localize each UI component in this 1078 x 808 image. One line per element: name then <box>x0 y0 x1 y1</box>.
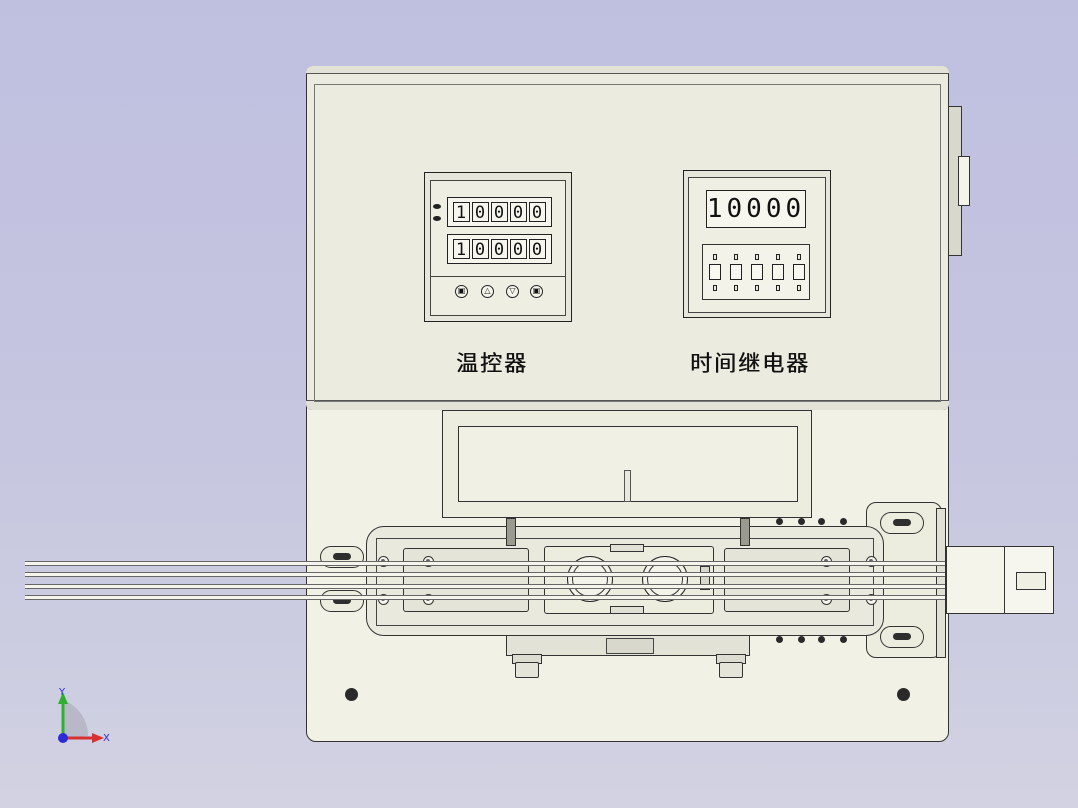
left-clamp-block <box>403 548 529 612</box>
display-digit: 0 <box>529 202 546 223</box>
mounting-hole <box>345 688 358 701</box>
roller-cap <box>610 544 644 552</box>
power-switch[interactable] <box>958 156 970 206</box>
enter-button-icon[interactable]: ▣ <box>530 285 543 298</box>
chain-link <box>776 636 783 643</box>
display-digit: 0 <box>472 202 489 223</box>
dip-pin <box>713 254 717 260</box>
dip-switch[interactable] <box>709 264 721 280</box>
roller-latch <box>700 566 710 590</box>
temperature-controller-label: 温控器 <box>456 352 529 377</box>
triad-y-arrow <box>58 692 68 704</box>
up-button-icon[interactable]: △ <box>481 285 494 298</box>
display-digit: 0 <box>510 202 527 223</box>
triad-x-label: X <box>103 733 110 744</box>
dip-pin <box>755 254 759 260</box>
display-digit: 1 <box>453 202 470 223</box>
wire <box>25 584 945 589</box>
guide-post <box>506 518 516 546</box>
time-relay-display: 10000 <box>706 190 806 228</box>
chain-link <box>798 636 805 643</box>
display-digit: 1 <box>453 239 470 260</box>
cabinet-front-panel <box>314 84 941 402</box>
chain-link <box>840 518 847 525</box>
triad-z-axis <box>58 733 68 743</box>
status-led <box>433 216 441 221</box>
foot-nut <box>515 662 539 678</box>
foot-nut <box>719 662 743 678</box>
time-relay-label: 时间继电器 <box>690 352 811 377</box>
dip-pin <box>734 285 738 291</box>
dip-switch[interactable] <box>730 264 742 280</box>
set-button-icon[interactable]: ▣ <box>455 285 468 298</box>
left-clamp-slot <box>320 590 364 612</box>
mounting-hole <box>897 688 910 701</box>
cabinet-bottom-lip <box>306 400 949 410</box>
dip-pin <box>755 285 759 291</box>
triad-y-label: Y <box>59 687 66 698</box>
dip-pin <box>713 285 717 291</box>
chain-link <box>818 636 825 643</box>
dip-pin <box>776 254 780 260</box>
chain-link <box>840 636 847 643</box>
wire <box>25 572 945 577</box>
chain-link <box>798 518 805 525</box>
guide-post <box>740 518 750 546</box>
status-led <box>433 204 441 209</box>
cabinet-top-lip <box>306 66 949 74</box>
bearing-block <box>606 638 654 654</box>
chain-link <box>776 518 783 525</box>
triad-plane <box>63 700 89 738</box>
dip-switch[interactable] <box>793 264 805 280</box>
wire <box>25 595 945 600</box>
control-cabinet <box>306 66 949 410</box>
down-button-icon[interactable]: ▽ <box>506 285 519 298</box>
dip-pin <box>797 285 801 291</box>
display-digit: 0 <box>491 239 508 260</box>
triad-x-arrow <box>92 733 104 743</box>
bracket-slot <box>880 626 924 648</box>
coordinate-triad <box>58 692 104 743</box>
display-digit: 0 <box>472 239 489 260</box>
controller-divider <box>430 276 566 277</box>
roller-cap <box>610 606 644 614</box>
dip-pin <box>734 254 738 260</box>
dip-pin <box>797 254 801 260</box>
bracket-slot <box>880 512 924 534</box>
bracket-edge <box>936 508 946 658</box>
dip-switch[interactable] <box>772 264 784 280</box>
display-digit: 0 <box>529 239 546 260</box>
display-digit: 0 <box>491 202 508 223</box>
window-slot <box>624 470 631 502</box>
clamp-inner-frame <box>376 538 874 626</box>
dip-pin <box>776 285 780 291</box>
connector-slot <box>1016 572 1046 590</box>
chain-link <box>818 518 825 525</box>
display-digit: 0 <box>510 239 527 260</box>
dip-switch[interactable] <box>751 264 763 280</box>
wire <box>25 561 945 566</box>
